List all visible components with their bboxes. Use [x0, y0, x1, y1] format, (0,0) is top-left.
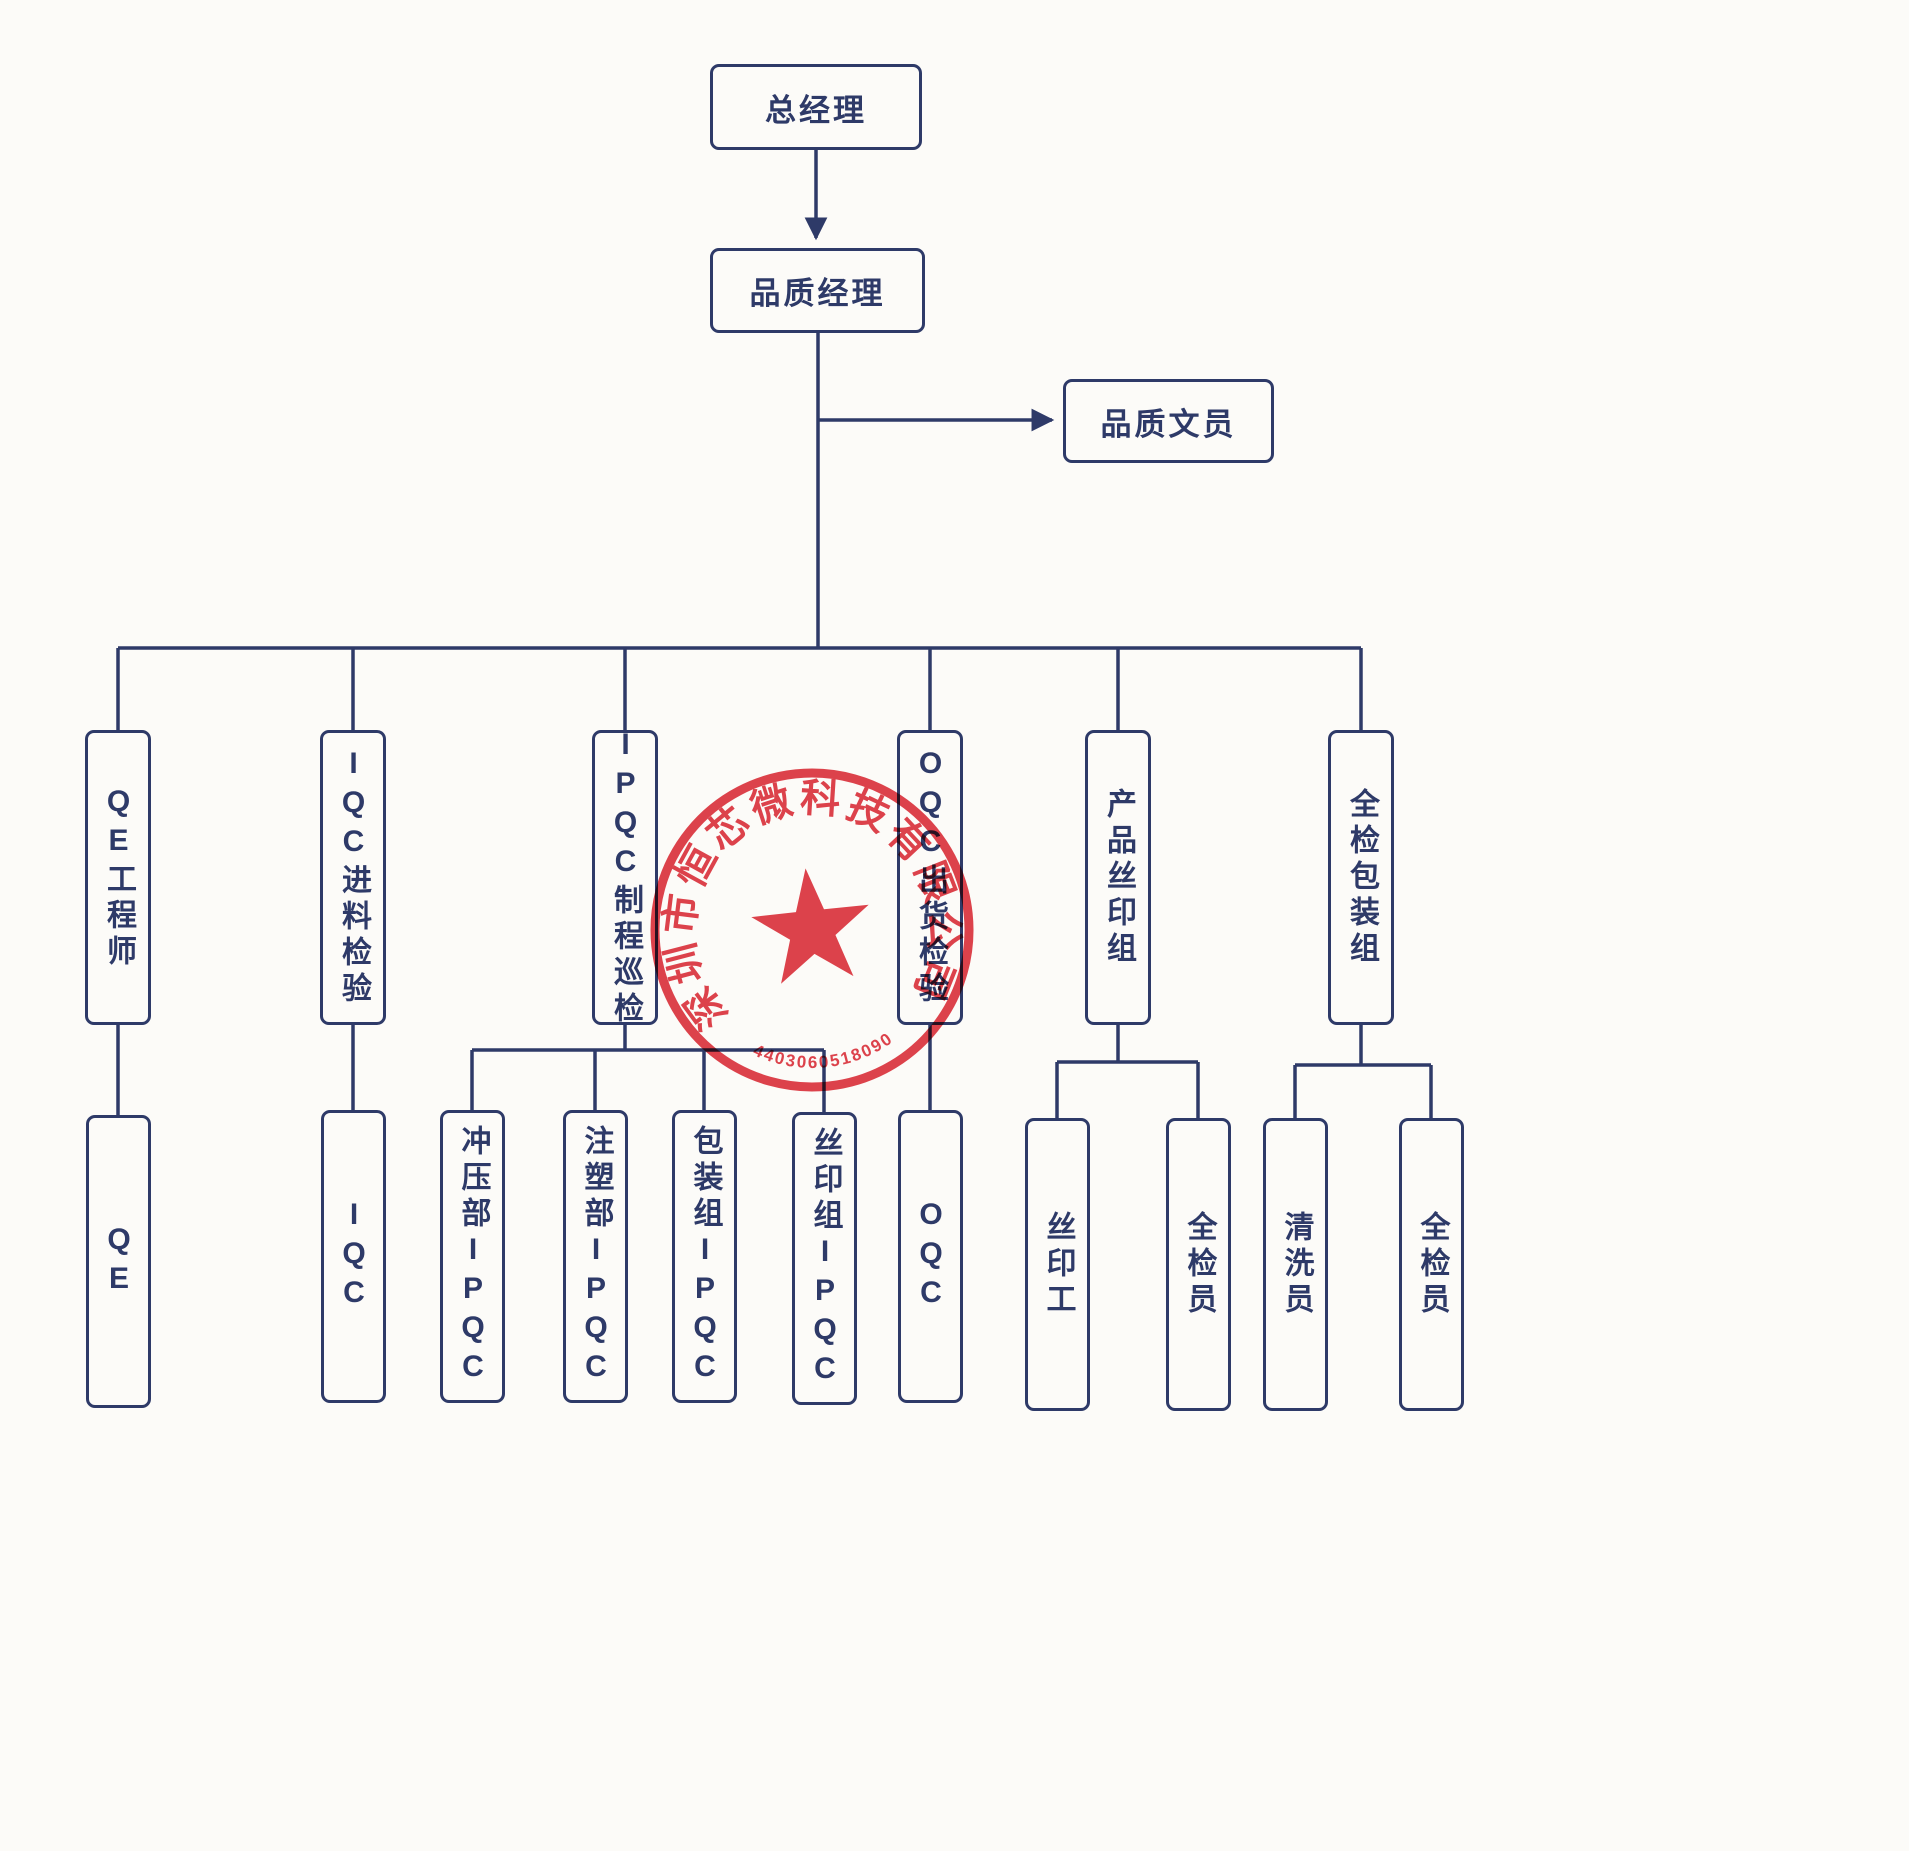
node-label: 总经理	[765, 92, 867, 128]
node-label: IQC	[337, 1198, 371, 1315]
node-label: IQC进料检验	[337, 747, 370, 1008]
node-label: 清洗员	[1279, 1210, 1313, 1319]
node-packing-group-ipqc: 包装组IPQC	[672, 1110, 737, 1403]
node-full-inspector-silk: 全检员	[1166, 1118, 1231, 1411]
node-label: 丝印工	[1041, 1210, 1075, 1319]
node-general-manager: 总经理	[710, 64, 922, 150]
node-injection-molding-ipqc: 注塑部IPQC	[563, 1110, 628, 1403]
node-label: 品质文员	[1100, 406, 1237, 442]
node-label: 产品丝印组	[1102, 787, 1135, 968]
node-qe: QE	[86, 1115, 151, 1408]
node-quality-manager: 品质经理	[710, 248, 925, 333]
node-label: QE工程师	[102, 784, 135, 971]
node-full-inspector-pack: 全检员	[1399, 1118, 1464, 1411]
node-label: 丝印组IPQC	[808, 1126, 842, 1391]
node-label: 包装组IPQC	[688, 1124, 722, 1389]
node-label: 全检员	[1182, 1210, 1216, 1319]
node-ipqc-process-inspection: IPQC制程巡检	[592, 727, 658, 1028]
node-iqc: IQC	[321, 1110, 386, 1403]
node-oqc-outgoing-inspection: OQC出货检验	[897, 730, 963, 1025]
node-quality-clerk: 品质文员	[1063, 379, 1274, 463]
node-label: IPQC制程巡检	[609, 727, 642, 1028]
node-stamping-ipqc: 冲压部IPQC	[440, 1110, 505, 1403]
node-oqc: OQC	[898, 1110, 963, 1403]
node-inspection-packing-group: 全检包装组	[1328, 730, 1394, 1025]
node-label: 全检包装组	[1345, 787, 1378, 968]
node-label: 全检员	[1415, 1210, 1449, 1319]
node-label: OQC出货检验	[914, 747, 947, 1008]
node-label: OQC	[914, 1198, 948, 1315]
node-label: 冲压部IPQC	[456, 1124, 490, 1389]
node-silkprint-worker: 丝印工	[1025, 1118, 1090, 1411]
node-silkprint-group-ipqc: 丝印组IPQC	[792, 1112, 857, 1405]
node-label: 注塑部IPQC	[579, 1124, 613, 1389]
node-qe-engineer: QE工程师	[85, 730, 151, 1025]
node-product-silkprint-group: 产品丝印组	[1085, 730, 1151, 1025]
node-label: QE	[102, 1222, 136, 1301]
node-cleaner: 清洗员	[1263, 1118, 1328, 1411]
node-label: 品质经理	[749, 276, 886, 311]
node-iqc-incoming-inspection: IQC进料检验	[320, 730, 386, 1025]
